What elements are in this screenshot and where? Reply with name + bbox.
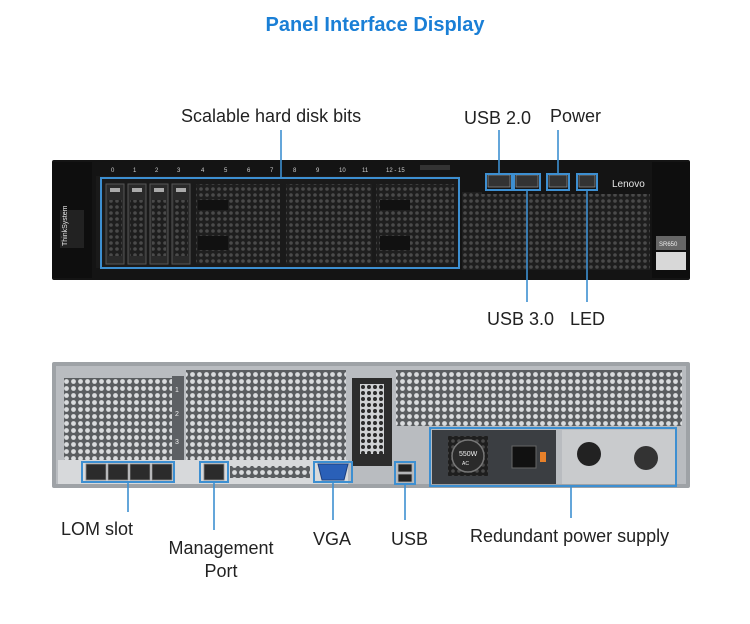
psu-label: Redundant power supply [470, 526, 670, 546]
brand-logo: Lenovo [612, 179, 645, 190]
led-label: LED [570, 309, 606, 329]
bay-number: 4 [201, 168, 205, 174]
vga-connector [317, 463, 349, 481]
hdd-highlight [100, 177, 460, 269]
psu-highlight [429, 427, 677, 487]
bay-number: 0 [111, 168, 115, 174]
filler-blank-middle [286, 184, 372, 264]
management-label-line1: Management [168, 538, 274, 558]
bay-number-row: 0 1 2 3 4 5 6 7 8 9 10 11 12 - 15 [111, 168, 405, 174]
led-indicator [578, 174, 596, 188]
bay-number: 10 [339, 168, 346, 174]
filler-blank-left [196, 184, 280, 264]
management-ethernet-port [203, 463, 225, 481]
usb3-port [515, 174, 539, 188]
bay-number: 2 [155, 168, 159, 174]
bay-number: 1 [133, 168, 137, 174]
rear-usb-port-1 [397, 463, 413, 473]
bay-number: 9 [316, 168, 320, 174]
management-label: Management Port [159, 538, 283, 582]
lom-label: LOM slot [61, 519, 134, 539]
vendor-logo: ThinkSystem [62, 205, 69, 246]
rear-panel [52, 362, 690, 488]
info-tag [656, 252, 686, 270]
usb2-label: USB 2.0 [464, 108, 532, 128]
bay-number: 5 [224, 168, 228, 174]
usb-label: USB [391, 529, 429, 549]
management-label-line2: Port [204, 561, 238, 581]
slot-number-1: 1 [175, 387, 179, 394]
bay-number: 11 [362, 168, 369, 174]
psu-power-socket [511, 445, 537, 469]
bay-number: 3 [177, 168, 181, 174]
psu-wattage: 550W [459, 451, 478, 458]
pcie-riser [360, 384, 384, 454]
bay-number: 7 [270, 168, 274, 174]
rear-callouts [127, 482, 572, 530]
usb3-label: USB 3.0 [487, 309, 555, 329]
vga-label: VGA [313, 529, 352, 549]
slot-number-3: 3 [175, 439, 179, 446]
rear-center-vent [186, 370, 346, 462]
slot-number-column [172, 376, 184, 460]
power-button [548, 174, 568, 188]
front-vent [462, 192, 650, 270]
rear-left-vent [64, 378, 172, 460]
rear-right-vent [396, 370, 682, 426]
rear-usb-port-2 [397, 473, 413, 483]
model-label: SR650 [659, 242, 678, 248]
filler-blank-right [376, 184, 454, 264]
front-callouts [280, 130, 588, 302]
psu-ac-label: AC [462, 461, 469, 467]
usb2-port [487, 174, 511, 188]
slot-number-2: 2 [175, 411, 179, 418]
psu-release-tab [540, 452, 546, 462]
bay-number: 8 [293, 168, 297, 174]
lom-ports [85, 463, 173, 481]
small-drive-bays [105, 183, 191, 265]
bay-number: 12 - 15 [386, 168, 405, 174]
power-label: Power [550, 106, 602, 126]
bay-number: 6 [247, 168, 251, 174]
model-plate [656, 236, 686, 250]
hdd-label: Scalable hard disk bits [181, 106, 362, 126]
page-title: Panel Interface Display [265, 14, 485, 36]
